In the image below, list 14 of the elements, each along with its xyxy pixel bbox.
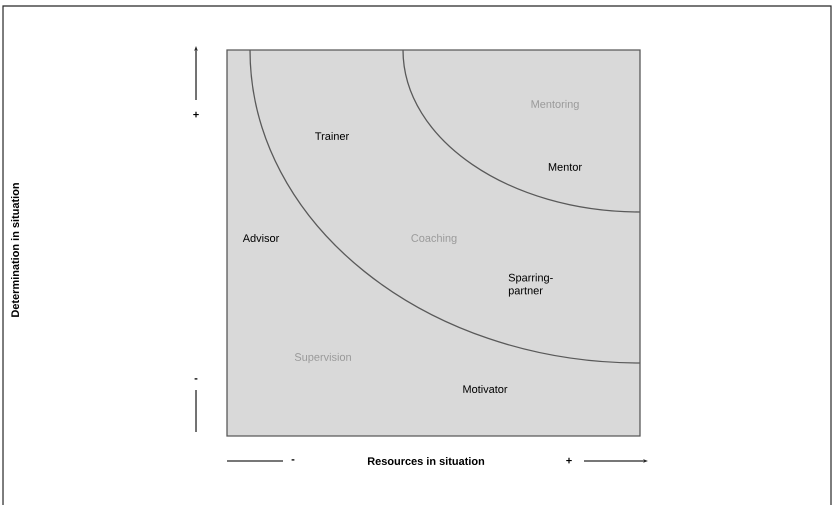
axis-sign: +: [566, 458, 572, 464]
axis-label: Resources in situation: [368, 456, 484, 466]
region-label: Mentoring: [532, 100, 579, 110]
role-label: Advisor: [242, 234, 280, 242]
axis-sign: +: [193, 112, 199, 118]
region-label: Coaching: [411, 234, 456, 244]
axis-sign: -: [292, 459, 294, 461]
region-label: Supervision: [294, 352, 351, 364]
role-label: Mentor: [548, 163, 582, 171]
axis-sign: -: [194, 378, 198, 380]
role-label: Trainer: [315, 132, 349, 140]
axis-label: Determination in situation: [11, 183, 20, 317]
role-label: Motivator: [463, 384, 508, 394]
role-label: Sparring-partner: [508, 273, 553, 297]
